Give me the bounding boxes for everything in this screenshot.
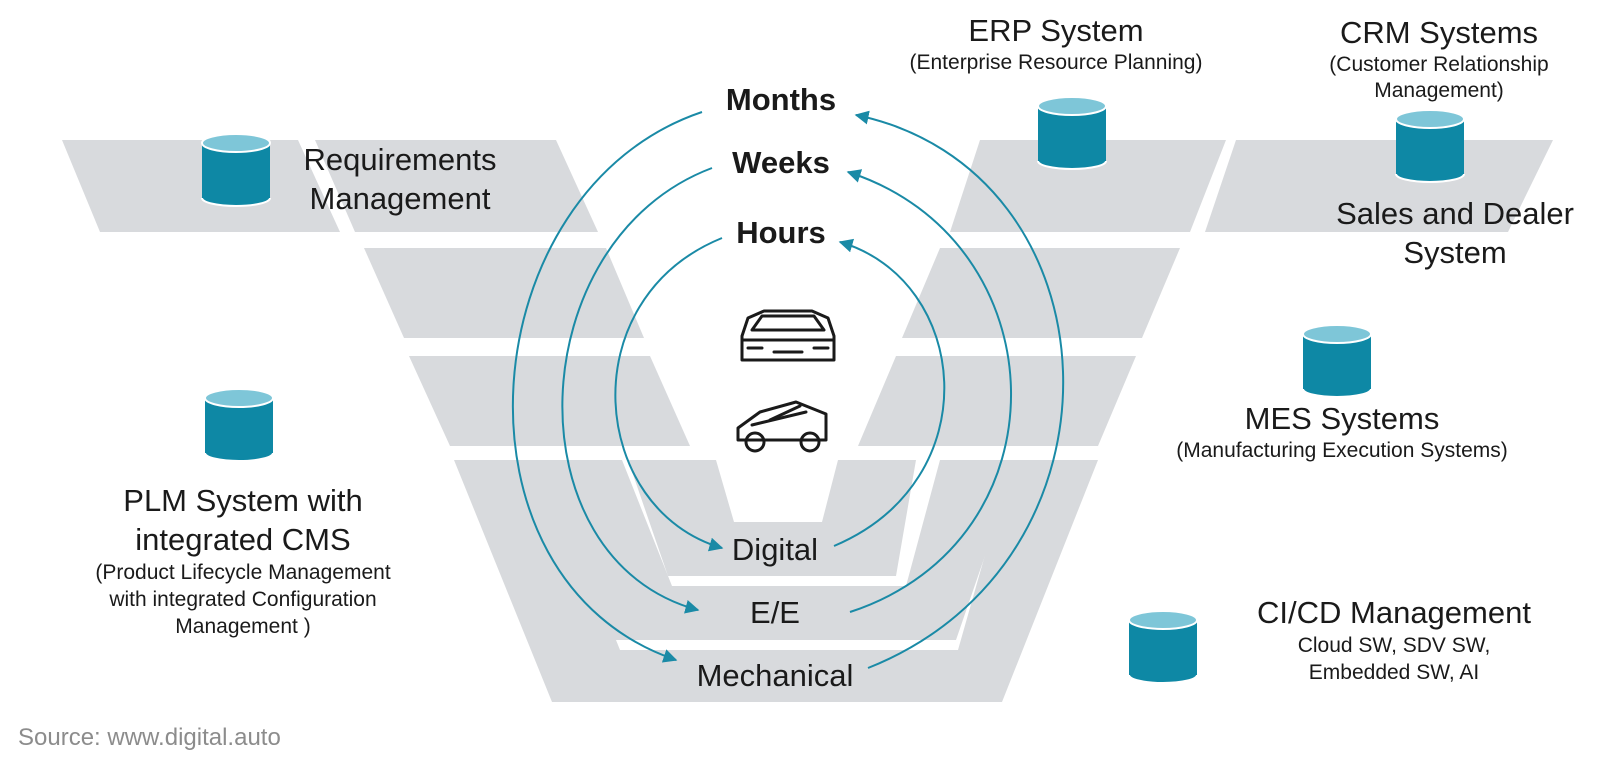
cycle-label-hours: Hours [736,215,826,250]
svg-text:Management: Management [310,181,491,216]
cycle-label-months: Months [726,82,836,117]
band-digital [628,460,916,576]
requirements-label: Requirements Management [304,142,497,216]
svg-text:CI/CD Management: CI/CD Management [1257,595,1531,630]
svg-text:(Product Lifecycle Management: (Product Lifecycle Management [95,561,390,584]
band-row2-left [364,248,644,338]
sales-label: Sales and Dealer System [1336,196,1574,270]
weeks-arrow-left [561,167,713,614]
months-arrow-left [511,111,703,663]
band-top-left-b [315,140,598,232]
layer-label-ee: E/E [750,595,800,630]
source-caption: Source: www.digital.auto [18,724,281,751]
hours-arrow-right [833,238,946,547]
cicd-label: CI/CD Management Cloud SW, SDV SW, Embed… [1257,595,1531,684]
database-icon [1128,610,1198,684]
svg-text:Management ): Management ) [175,615,310,638]
weeks-arrow-right [846,169,1012,613]
band-row3-right [858,356,1136,446]
car-chassis-icon [736,400,828,453]
cycle-arrows [511,110,1065,669]
svg-text:ERP System: ERP System [968,13,1143,48]
svg-text:System: System [1403,235,1506,270]
band-top-left-a [62,140,340,232]
svg-text:Cloud SW, SDV SW,: Cloud SW, SDV SW, [1298,634,1491,657]
svg-text:MES Systems: MES Systems [1245,401,1440,436]
svg-text:(Manufacturing Execution Syste: (Manufacturing Execution Systems) [1176,439,1507,462]
database-icon [201,133,271,207]
database-icon [1395,109,1465,183]
svg-text:CRM Systems: CRM Systems [1340,15,1538,50]
band-mechanical [454,460,1098,702]
band-row3-left [409,356,690,446]
svg-text:Embedded SW, AI: Embedded SW, AI [1309,661,1479,684]
layer-label-digital: Digital [732,532,818,567]
svg-text:Management): Management) [1374,79,1504,102]
svg-text:with integrated Configuration: with integrated Configuration [108,588,376,611]
svg-text:integrated CMS: integrated CMS [135,522,350,557]
layer-label-mechanical: Mechanical [697,658,854,693]
months-arrow-right [854,110,1065,669]
cycle-label-weeks: Weeks [732,145,830,180]
car-icon [740,309,836,362]
band-top-right-b [1205,140,1553,232]
svg-text:PLM System with: PLM System with [123,483,362,518]
plm-label: PLM System with integrated CMS (Product … [95,483,390,638]
svg-text:Requirements: Requirements [304,142,497,177]
band-row2-right [902,248,1180,338]
erp-label: ERP System (Enterprise Resource Planning… [910,13,1203,74]
band-top-right-a [950,140,1226,232]
svg-text:Sales and Dealer: Sales and Dealer [1336,196,1574,231]
database-icon [204,388,274,462]
database-icon [1037,96,1107,170]
crm-label: CRM Systems (Customer Relationship Manag… [1329,15,1548,102]
database-icon [1302,324,1372,398]
svg-text:(Enterprise Resource Planning): (Enterprise Resource Planning) [910,51,1203,74]
mes-label: MES Systems (Manufacturing Execution Sys… [1176,401,1507,462]
hours-arrow-left [614,237,724,552]
svg-text:(Customer Relationship: (Customer Relationship [1329,53,1548,76]
